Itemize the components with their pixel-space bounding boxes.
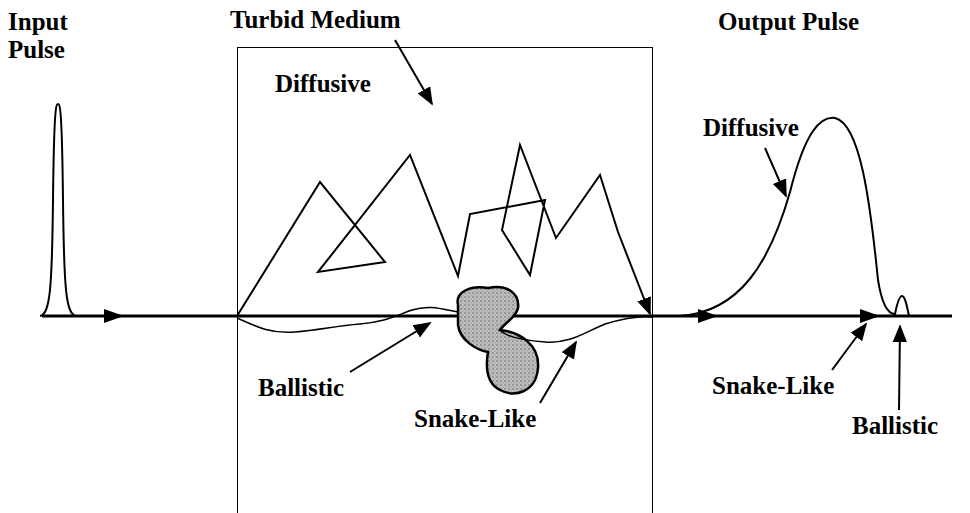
- leader-arrow: [765, 148, 786, 196]
- diffusive-label: Diffusive: [703, 114, 799, 142]
- output-pulse-label: Output Pulse: [718, 8, 859, 36]
- medium-box: Turbid Medium: [237, 47, 653, 513]
- axis-arrowhead: [104, 309, 124, 323]
- axis-arrowhead: [860, 309, 880, 323]
- leader-arrow: [540, 342, 576, 403]
- medium-heading: Turbid Medium: [230, 6, 401, 34]
- leader-arrow: [832, 324, 866, 370]
- diffusive-label: Diffusive: [275, 70, 371, 98]
- snake-like-path: [237, 307, 652, 342]
- leader-arrow: [395, 40, 432, 104]
- leader-arrow: [350, 323, 430, 372]
- diffusive-path: [237, 145, 650, 316]
- snake-like-label: Snake-Like: [414, 405, 536, 433]
- leader-arrow: [899, 326, 900, 410]
- output-pulse-curve: [680, 118, 909, 316]
- snake-like-label: Snake-Like: [712, 372, 834, 400]
- input-pulse-label: Input Pulse: [8, 8, 88, 63]
- input-pulse-curve: [40, 104, 76, 316]
- ballistic-label: Ballistic: [852, 412, 938, 440]
- ballistic-label: Ballistic: [258, 374, 344, 402]
